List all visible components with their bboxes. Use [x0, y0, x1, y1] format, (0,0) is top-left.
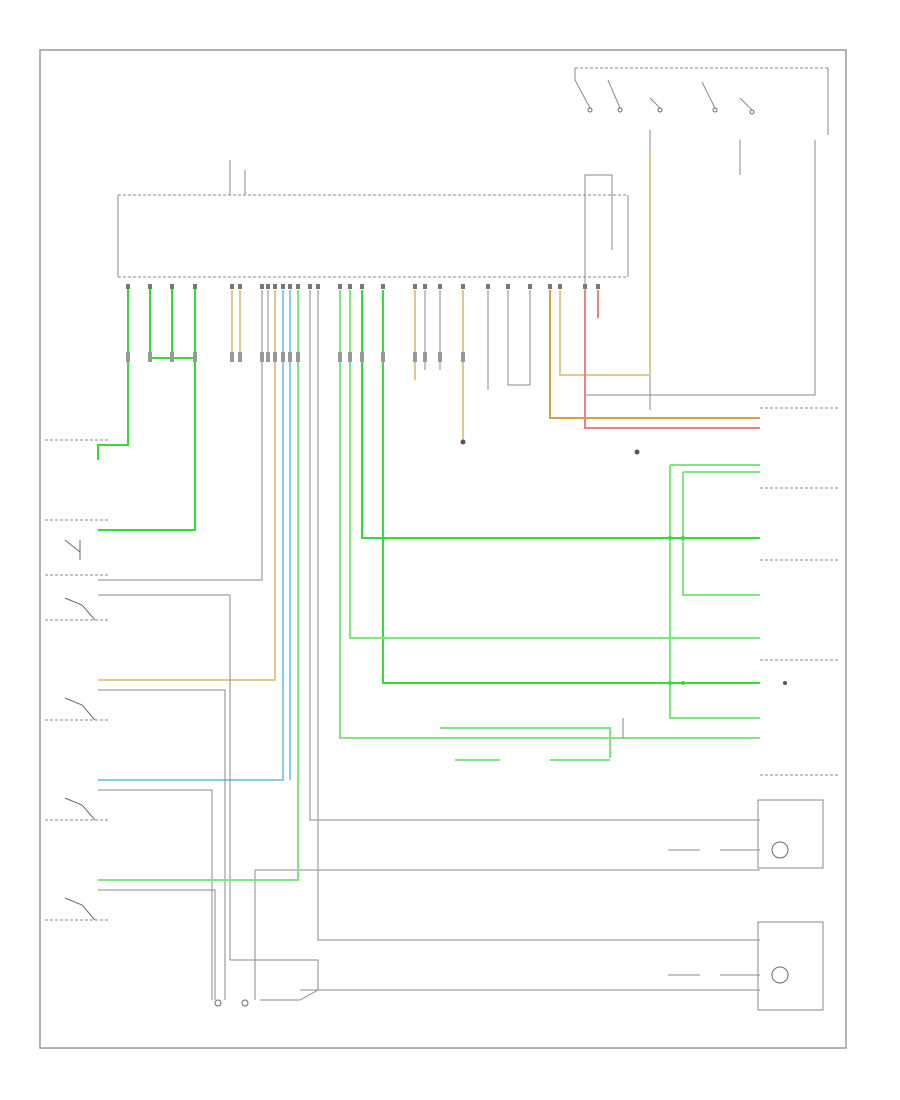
- connector-pin: [461, 284, 465, 289]
- connector-pin: [348, 284, 352, 289]
- inline-connector-pin: [461, 352, 465, 362]
- connector-pin: [583, 284, 587, 289]
- connector-pin: [238, 284, 242, 289]
- connector-pin: [316, 284, 320, 289]
- connector-pin: [413, 284, 417, 289]
- connector-pins: [126, 284, 600, 362]
- connector-pin: [360, 284, 364, 289]
- connector-pin: [381, 284, 385, 289]
- inline-connector-pin: [381, 352, 385, 362]
- connector-pin: [558, 284, 562, 289]
- connector-pin: [288, 284, 292, 289]
- connector-pin: [548, 284, 552, 289]
- connector-pin: [281, 284, 285, 289]
- light-blue-wires: [98, 290, 291, 781]
- inline-connector-pin: [126, 352, 130, 362]
- connector-pin: [423, 284, 427, 289]
- left-green-wires: [97, 288, 196, 531]
- module-connector-header: [117, 160, 629, 278]
- inline-connector-pin: [273, 352, 277, 362]
- passenger-door-lock-actuator: [757, 921, 824, 1011]
- inline-connector-pin: [266, 352, 270, 362]
- green-right-wires: [98, 290, 760, 881]
- ground-point: [214, 999, 249, 1007]
- splice-points: [460, 439, 787, 685]
- inline-connector-pin: [423, 352, 427, 362]
- connector-pin: [193, 284, 197, 289]
- tan-wires: [98, 150, 651, 681]
- right-side-components: [668, 407, 840, 1011]
- orange-pink-wires: [549, 290, 760, 429]
- inline-connector-pin: [230, 352, 234, 362]
- connector-pin: [148, 284, 152, 289]
- connector-pin: [296, 284, 300, 289]
- inline-connector-pin: [238, 352, 242, 362]
- inline-connector-pin: [296, 352, 300, 362]
- inline-connector-pin: [170, 352, 174, 362]
- connector-pin: [596, 284, 600, 289]
- connector-pin: [126, 284, 130, 289]
- diagram-border: [39, 49, 847, 1049]
- connector-pin: [308, 284, 312, 289]
- inline-connector-pin: [260, 352, 264, 362]
- left-components: [45, 439, 110, 921]
- connector-pin: [230, 284, 234, 289]
- ignition-switch-area: [574, 67, 829, 410]
- inline-connector-pin: [338, 352, 342, 362]
- inline-connector-pin: [281, 352, 285, 362]
- driver-door-lock-actuator: [757, 799, 824, 869]
- inline-connector-pin: [348, 352, 352, 362]
- connector-pin: [266, 284, 270, 289]
- connector-pin: [273, 284, 277, 289]
- inline-connector-pin: [360, 352, 364, 362]
- connector-pin: [486, 284, 490, 289]
- inline-connector-pin: [413, 352, 417, 362]
- connector-pin: [170, 284, 174, 289]
- dark-wires: [98, 290, 760, 1001]
- inline-connector-pin: [148, 352, 152, 362]
- connector-pin: [260, 284, 264, 289]
- connector-pin: [506, 284, 510, 289]
- connector-pin: [528, 284, 532, 289]
- connector-pin: [438, 284, 442, 289]
- inline-connector-pin: [193, 352, 197, 362]
- inline-connector-pin: [288, 352, 292, 362]
- inline-connector-pin: [438, 352, 442, 362]
- connector-pin: [338, 284, 342, 289]
